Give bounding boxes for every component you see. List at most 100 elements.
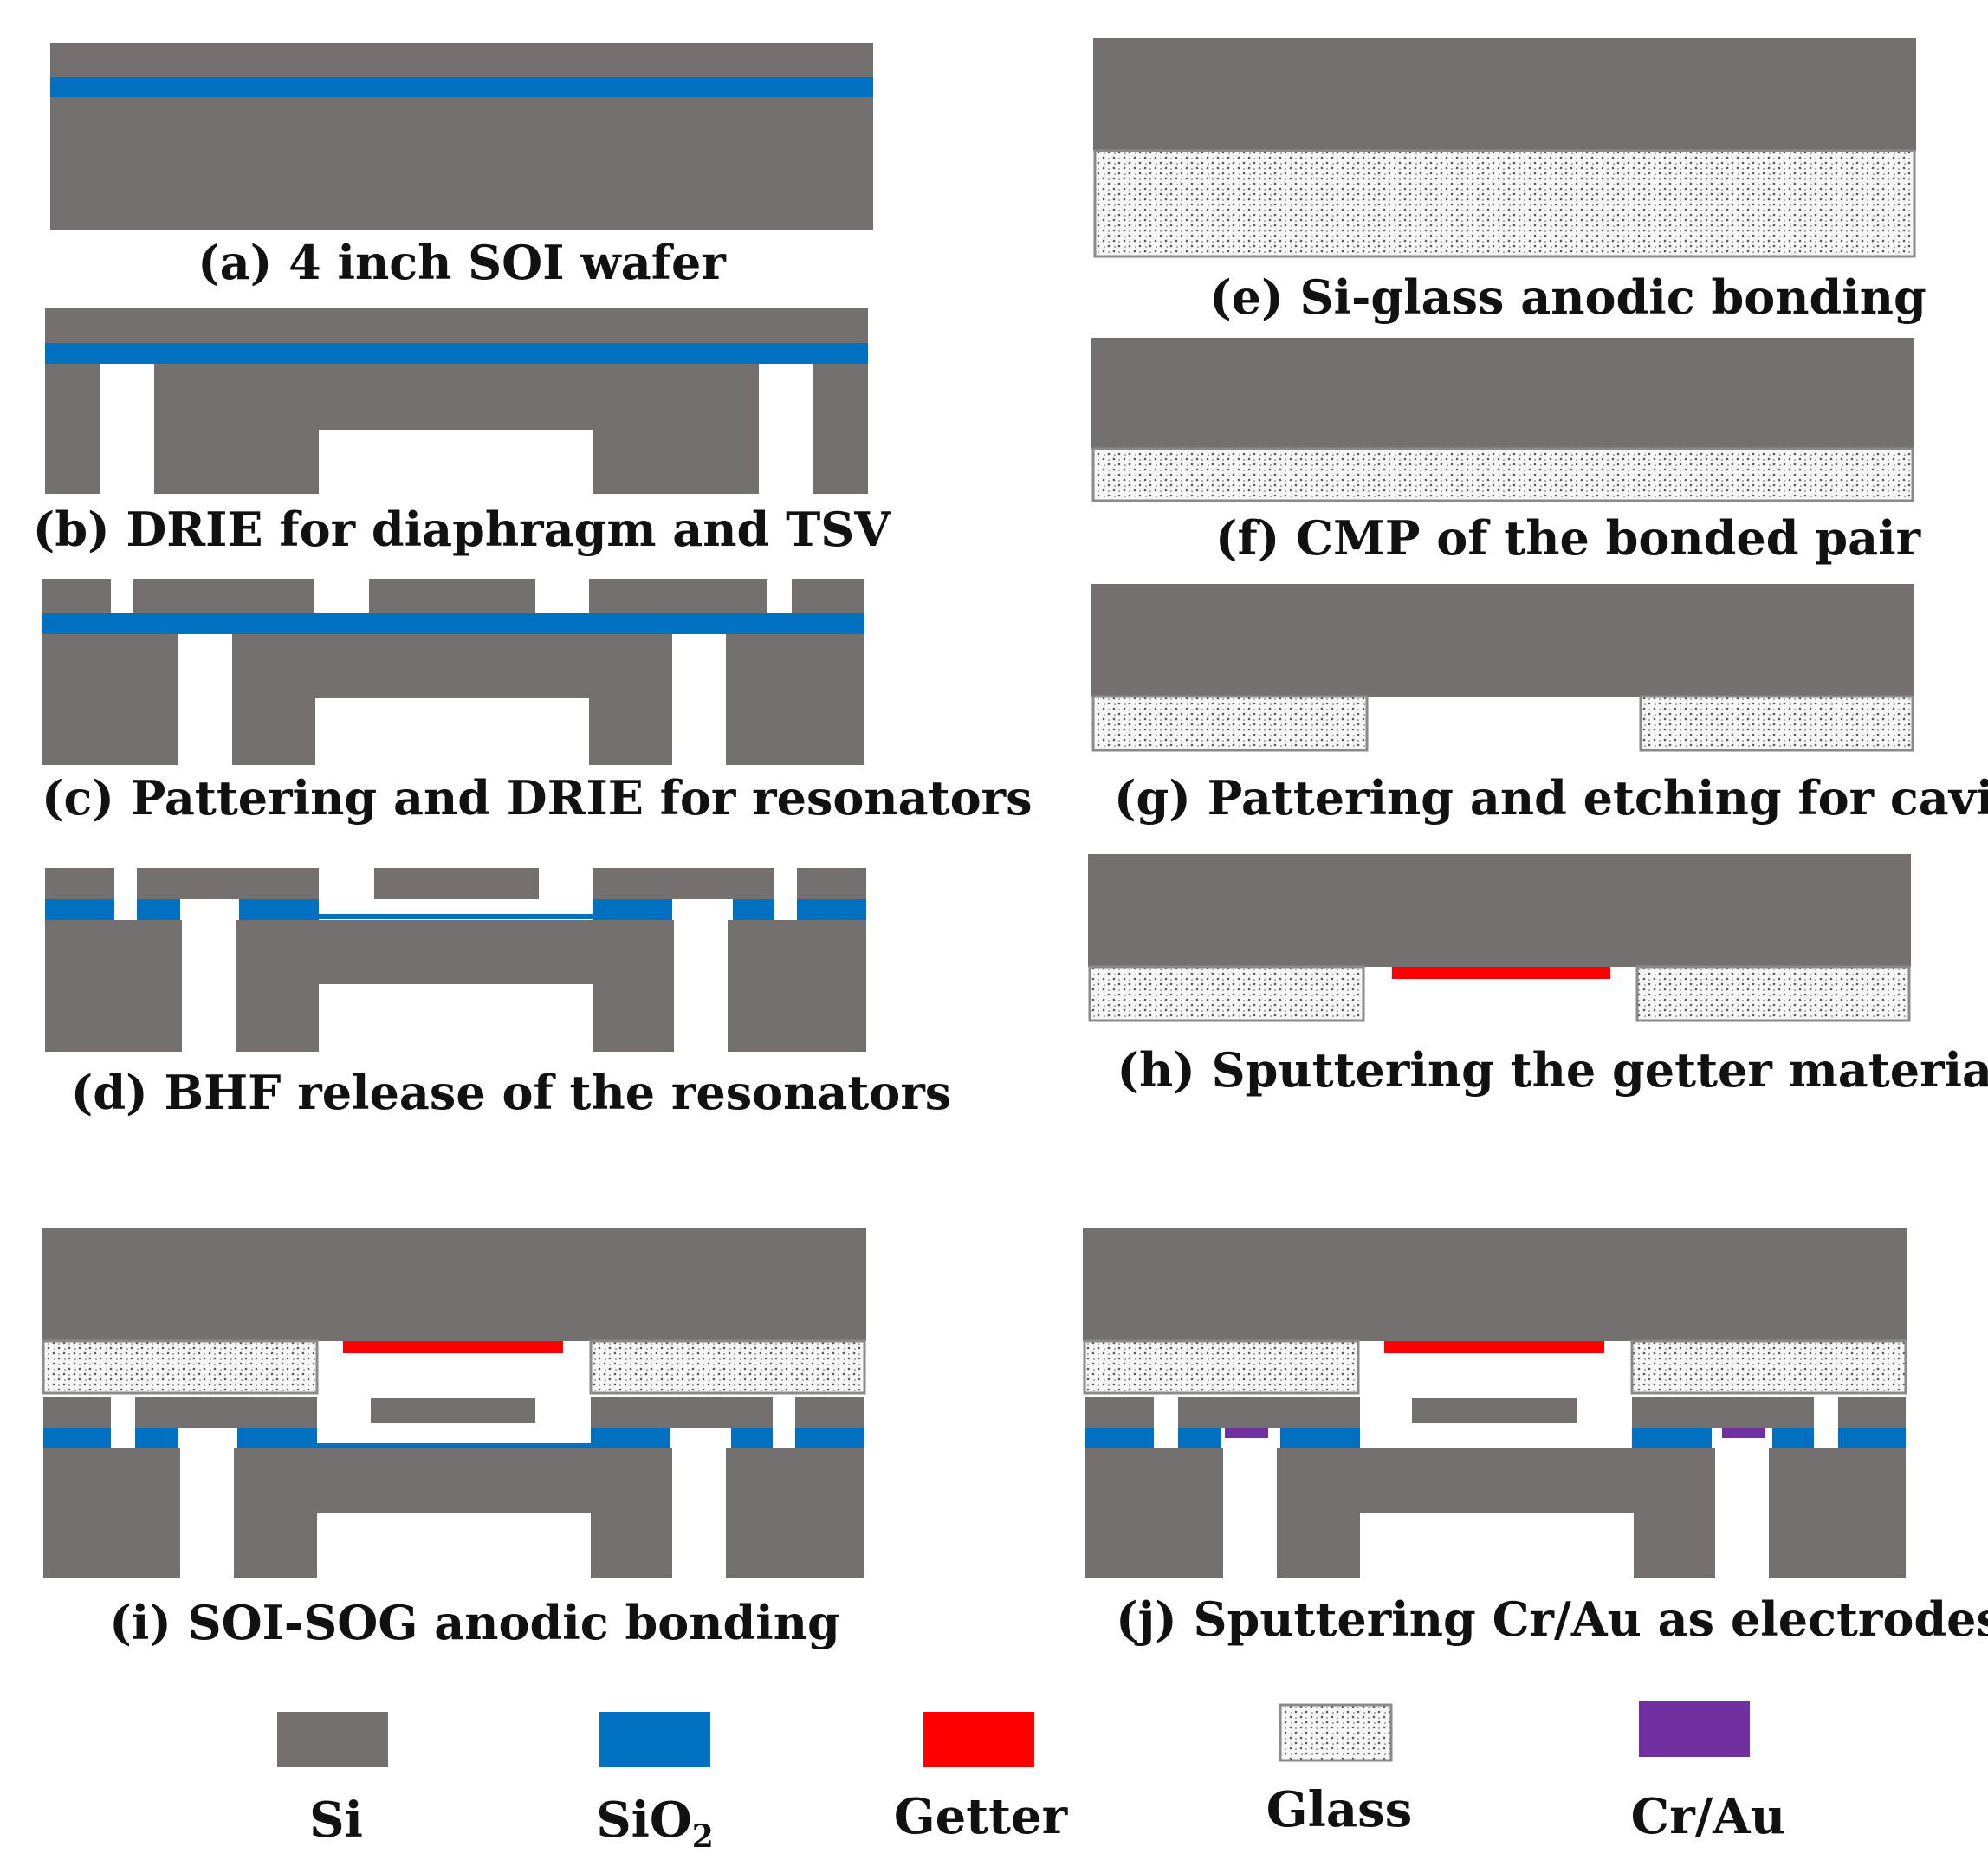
step-e-diagram: [1093, 38, 1916, 258]
step-h-getter-layer: [1392, 967, 1610, 979]
sio2-region: [135, 1428, 178, 1448]
glass-region: [1091, 695, 1369, 752]
glass-region: [1635, 965, 1911, 1022]
sio2-region: [239, 899, 319, 920]
si-region: [795, 1397, 864, 1428]
step-j-diagram: [1083, 1228, 1907, 1578]
etched-gap: [111, 579, 133, 613]
si-region: [137, 868, 319, 899]
etched-gap: [672, 634, 726, 765]
si-region: [42, 1228, 866, 1341]
etched-gap: [1223, 1448, 1277, 1578]
etched-gap: [535, 579, 589, 613]
legend-label-crau: Cr/Au: [1631, 1788, 1786, 1845]
etched-gap: [672, 1448, 726, 1578]
sio2-region: [593, 899, 672, 920]
si-region: [1093, 38, 1916, 151]
step-f-diagram: [1091, 338, 1914, 502]
glass-region: [589, 1339, 866, 1395]
legend-swatch-glass: [1279, 1703, 1393, 1762]
sio2-region: [591, 1428, 670, 1448]
step-j-getter-layer: [1384, 1341, 1604, 1353]
si-region: [371, 1398, 535, 1423]
glass-region: [1630, 1339, 1907, 1395]
step-b-diaphragm-cavity: [319, 430, 593, 495]
step-d-caption: (d) BHF release of the resonators: [71, 1065, 951, 1120]
sio2-region: [795, 1428, 864, 1448]
glass-region: [42, 1339, 319, 1395]
step-b-oxide-layer: [45, 343, 868, 364]
si-region: [1083, 1228, 1907, 1341]
si-region: [797, 868, 866, 899]
si-region: [1178, 1397, 1360, 1428]
sio2-region: [1178, 1428, 1221, 1448]
etched-gap: [674, 920, 728, 1052]
step-d-resonator: [374, 868, 539, 899]
step-c-oxide-layer: [42, 613, 864, 634]
etched-gap: [1715, 1448, 1769, 1578]
legend-swatch-sio2: [599, 1712, 710, 1767]
legend-swatch-crau: [1639, 1701, 1750, 1757]
si-region: [1085, 1397, 1154, 1428]
si-region: [1091, 338, 1914, 449]
sio2-region: [731, 1428, 773, 1448]
etched-gap: [315, 698, 589, 765]
sio2-region: [1772, 1428, 1814, 1448]
legend-swatch-getter: [923, 1712, 1034, 1767]
etched-gap: [178, 634, 232, 765]
etched-gap: [767, 579, 792, 613]
si-region: [1632, 1397, 1814, 1428]
sio2-region: [1838, 1428, 1906, 1448]
legend: Si SiO2 Getter Glass Cr/Au: [277, 1701, 1785, 1855]
step-g-caption: (g) Pattering and etching for cavity: [1114, 770, 1988, 826]
step-h-caption: (h) Sputtering the getter material: [1117, 1042, 1988, 1098]
legend-label-glass: Glass: [1266, 1781, 1412, 1838]
step-d-diagram: [45, 868, 866, 1052]
legend-label-si: Si: [309, 1792, 363, 1849]
step-c-caption: (c) Pattering and DRIE for resonators: [42, 770, 1032, 826]
step-a-oxide-layer: [50, 77, 873, 97]
sio2-region: [797, 899, 866, 920]
si-region: [1838, 1397, 1906, 1428]
step-j-electrode-left: [1225, 1428, 1268, 1438]
step-i-diagram: [42, 1228, 866, 1578]
etched-gap: [317, 1513, 591, 1578]
legend-label-getter: Getter: [894, 1788, 1069, 1845]
legend-label-sio2: SiO2: [596, 1792, 714, 1855]
etched-gap: [180, 1448, 234, 1578]
step-i-getter-layer: [343, 1341, 563, 1353]
step-c-diagram: [42, 579, 864, 765]
si-region: [591, 1397, 773, 1428]
step-f-glass-layer: [1091, 447, 1914, 502]
etched-gap: [182, 920, 236, 1052]
si-region: [135, 1397, 317, 1428]
step-h-diagram: [1088, 854, 1911, 1022]
sio2-region: [45, 899, 114, 920]
step-e-caption: (e) Si-glass anodic bonding: [1209, 269, 1926, 325]
step-j-electrode-right: [1722, 1428, 1765, 1438]
legend-label-sio2-subscript: 2: [692, 1818, 714, 1855]
si-region: [1412, 1398, 1577, 1423]
si-region: [45, 868, 114, 899]
step-b-diagram: [45, 308, 868, 495]
step-a-diagram: [50, 43, 873, 230]
sio2-region: [137, 899, 180, 920]
legend-label-sio2-main: SiO: [596, 1792, 692, 1849]
sio2-region: [733, 899, 774, 920]
step-b-tsv-right: [759, 364, 813, 495]
step-e-glass-layer: [1093, 149, 1916, 258]
step-f-caption: (f) CMP of the bonded pair: [1215, 510, 1921, 566]
si-region: [1088, 854, 1911, 967]
glass-region: [1088, 965, 1365, 1022]
sio2-region: [237, 1428, 317, 1448]
step-g-cavity: [1369, 698, 1639, 752]
si-region: [593, 868, 774, 899]
etched-gap: [314, 579, 369, 613]
glass-region: [1639, 695, 1914, 752]
glass-region: [1083, 1339, 1360, 1395]
step-i-caption: (i) SOI-SOG anodic bonding: [109, 1595, 840, 1650]
step-g-diagram: [1091, 584, 1914, 752]
si-region: [1091, 584, 1914, 697]
